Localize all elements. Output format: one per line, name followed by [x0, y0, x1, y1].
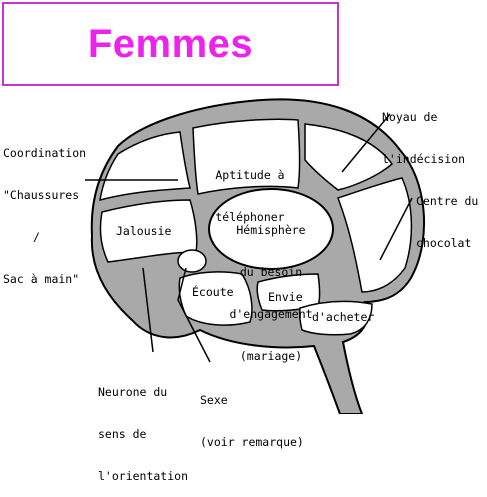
- callout-neurone-line-3: l'orientation: [98, 469, 189, 483]
- callout-coordination-line-2: "Chaussures: [3, 188, 80, 202]
- label-hemisphere-line-3: d'engagement: [229, 307, 313, 321]
- callout-sexe: Sexe (voir remarque): [200, 365, 304, 463]
- label-ecoute: Écoute: [192, 285, 234, 299]
- region-aptitude: [192, 118, 301, 195]
- label-aptitude: Aptitude à téléphoner: [210, 140, 290, 238]
- callout-noyau: Noyau de l'indécision: [382, 82, 465, 180]
- leader-chocolat: [379, 197, 413, 261]
- label-hemisphere-line-4: (mariage): [239, 349, 303, 363]
- callout-noyau-line-2: l'indécision: [382, 152, 466, 166]
- page-title: Femmes: [87, 21, 254, 66]
- callout-chocolat-line-1: Centre du: [416, 194, 479, 208]
- region-acheter: [298, 300, 373, 336]
- region-upper-left: [99, 131, 191, 202]
- leader-sexe: [177, 267, 211, 363]
- label-hemisphere-line-2: du besoin: [239, 265, 303, 279]
- region-chocolat: [337, 177, 413, 293]
- callout-neurone-line-1: Neurone du: [98, 385, 168, 399]
- callout-coordination-line-3: /: [33, 230, 40, 244]
- title-box: Femmes: [2, 2, 339, 86]
- label-envie: Envie: [268, 290, 303, 304]
- label-hemisphere-line-1: Hémisphère: [236, 223, 306, 237]
- brain-diagram: [85, 98, 426, 414]
- region-sexe: [177, 249, 207, 273]
- label-acheter: d'acheter: [312, 310, 375, 324]
- callout-neurone-line-2: sens de: [98, 427, 147, 441]
- callout-neurone: Neurone du sens de l'orientation: [98, 357, 188, 497]
- leader-neurone: [142, 267, 154, 353]
- region-hemisphere: [208, 188, 334, 270]
- callout-chocolat-line-2: chocolat: [416, 236, 472, 250]
- label-jalousie: Jalousie: [116, 224, 172, 238]
- callout-chocolat: Centre du chocolat: [416, 166, 478, 264]
- label-aptitude-line-2: téléphoner: [215, 210, 285, 224]
- label-hemisphere: Hémisphère du besoin d'engagement (maria…: [218, 195, 324, 377]
- callout-noyau-line-1: Noyau de: [382, 110, 438, 124]
- leader-noyau: [341, 113, 391, 173]
- region-ecoute: [178, 271, 253, 326]
- callout-coordination: Coordination "Chaussures / Sac à main": [3, 118, 86, 300]
- label-aptitude-line-1: Aptitude à: [215, 168, 285, 182]
- region-noyau: [304, 123, 394, 191]
- callout-coordination-line-1: Coordination: [3, 146, 87, 160]
- callout-sexe-line-2: (voir remarque): [200, 435, 304, 449]
- callout-coordination-line-4: Sac à main": [3, 272, 80, 286]
- callout-sexe-line-1: Sexe: [200, 393, 228, 407]
